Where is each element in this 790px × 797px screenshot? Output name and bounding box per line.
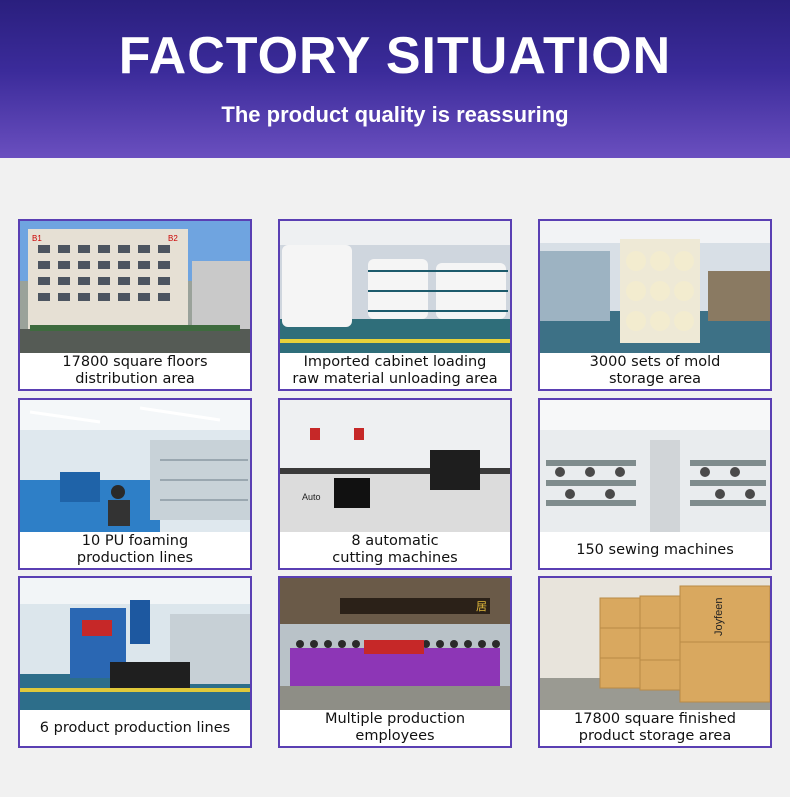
facade-sign-text: 居	[476, 600, 487, 613]
employee-group-photo: 居	[280, 578, 510, 710]
carton-brand-text: Joyfeen	[713, 597, 725, 636]
card-foaming-line: 10 PU foaming production lines	[18, 398, 252, 570]
card-caption: 17800 square finished product storage ar…	[574, 711, 736, 744]
card-caption: 10 PU foaming production lines	[76, 533, 194, 566]
header-banner: FACTORY SITUATION The product quality is…	[0, 0, 790, 158]
page-subtitle: The product quality is reassuring	[221, 102, 569, 127]
card-cutting-machine: Auto 8 automatic cutting machines	[278, 398, 512, 570]
card-caption: 8 automatic cutting machines	[332, 533, 458, 566]
mold-storage-photo	[540, 221, 770, 353]
card-factory-building: B1 B2 17800 square floors distribution a…	[18, 219, 252, 391]
card-warehouse-racks: Imported cabinet loading raw material un…	[278, 219, 512, 391]
card-caption: Imported cabinet loading raw material un…	[292, 354, 498, 387]
card-employee-group: 居 Multiple production employees	[278, 576, 512, 748]
card-production-line: 6 product production lines	[18, 576, 252, 748]
factory-building-photo: B1 B2	[20, 221, 250, 353]
page-title: FACTORY SITUATION	[118, 27, 672, 85]
card-sewing-workshop: 150 sewing machines	[538, 398, 772, 570]
sewing-workshop-photo	[540, 400, 770, 532]
card-carton-storage: Joyfeen 17800 square finished product st…	[538, 576, 772, 748]
sign-b1: B1	[32, 234, 42, 243]
foaming-line-photo	[20, 400, 250, 532]
warehouse-racks-photo	[280, 221, 510, 353]
card-caption: 6 product production lines	[39, 719, 231, 736]
cutting-machine-photo: Auto	[280, 400, 510, 532]
production-line-photo	[20, 578, 250, 710]
sign-b2: B2	[168, 234, 178, 243]
carton-storage-photo: Joyfeen	[540, 578, 770, 710]
card-caption: Multiple production employees	[324, 711, 466, 744]
card-caption: 3000 sets of mold storage area	[589, 354, 721, 387]
machine-label-text: Auto	[302, 492, 321, 502]
card-caption: 150 sewing machines	[576, 541, 734, 558]
card-mold-storage: 3000 sets of mold storage area	[538, 219, 772, 391]
card-caption: 17800 square floors distribution area	[62, 354, 208, 387]
